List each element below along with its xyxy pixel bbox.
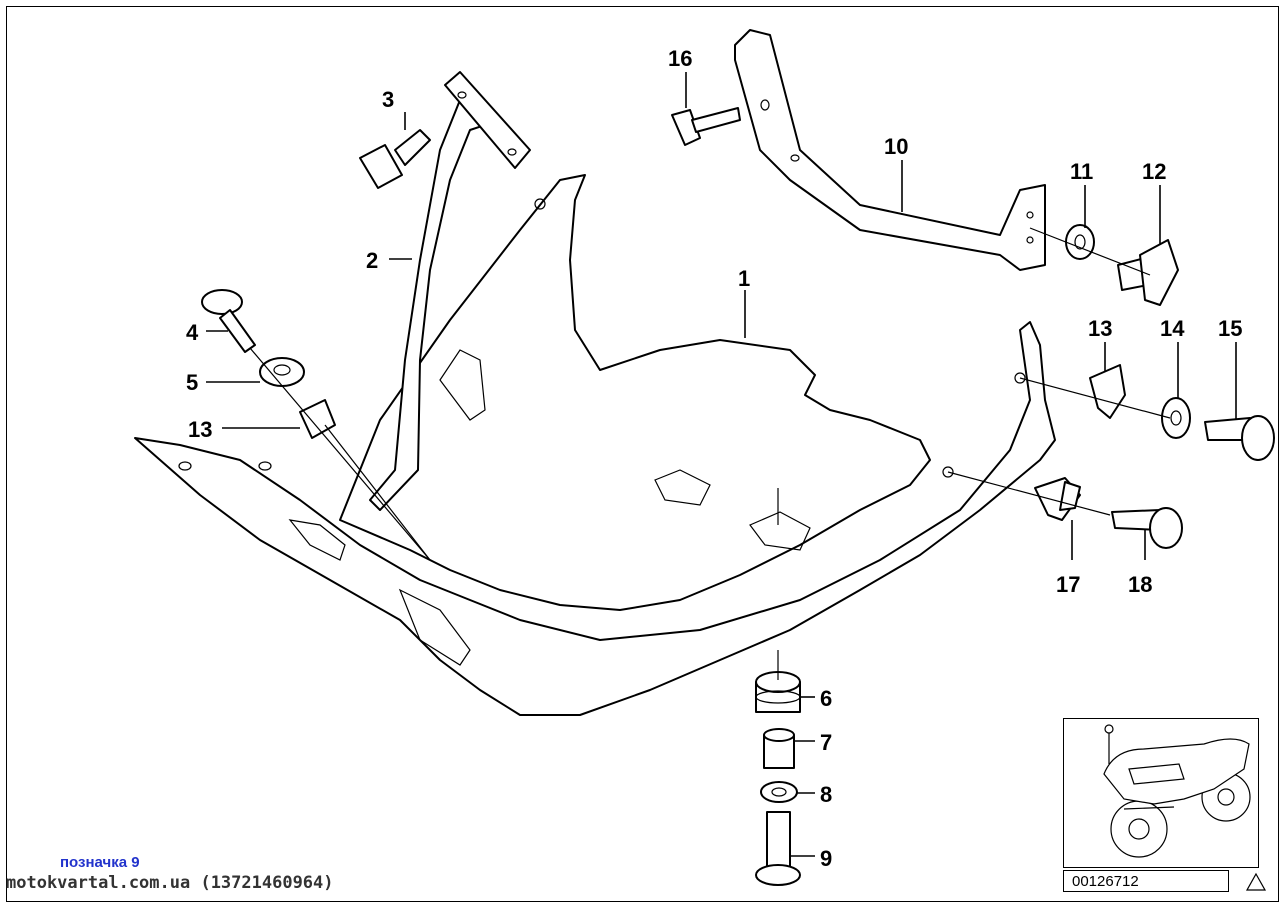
part-11-washer[interactable]	[1065, 224, 1095, 260]
part-18-screw[interactable]	[1111, 507, 1183, 549]
label-18: 18	[1128, 572, 1152, 597]
part-1-belly-pan[interactable]	[134, 174, 1056, 716]
part-16-bolt[interactable]	[671, 107, 741, 146]
watermark-label: позначка 9	[60, 854, 140, 871]
label-15: 15	[1218, 316, 1242, 341]
label-7: 7	[820, 730, 832, 755]
label-5: 5	[186, 370, 198, 395]
part-13-clip-nut-left[interactable]	[299, 399, 336, 439]
motorcycle-icon	[1103, 724, 1251, 858]
label-11: 11	[1070, 159, 1093, 184]
label-14: 14	[1160, 316, 1185, 341]
part-4-screw[interactable]	[201, 289, 256, 353]
part-13-clip-right[interactable]	[1089, 364, 1126, 419]
label-12: 12	[1142, 159, 1166, 184]
motorcycle-locator-inset	[1063, 718, 1259, 868]
label-16: 16	[668, 46, 692, 71]
label-3: 3	[382, 87, 394, 112]
label-10: 10	[884, 134, 908, 159]
label-4: 4	[186, 320, 199, 345]
reference-number: 00126712	[1063, 870, 1229, 892]
part-7-sleeve[interactable]	[763, 728, 795, 769]
label-8: 8	[820, 782, 832, 807]
leader-lines	[206, 72, 1237, 857]
part-17-expansion-nut[interactable]	[1034, 477, 1081, 521]
label-9: 9	[820, 846, 832, 871]
watermark-site: motokvartal.com.ua (13721460964)	[6, 873, 334, 893]
part-12-hex-bolt[interactable]	[1117, 239, 1179, 306]
assembly-lines	[249, 227, 1171, 680]
warning-triangle-icon	[1245, 872, 1267, 891]
part-15-screw[interactable]	[1204, 415, 1275, 461]
label-13-left: 13	[188, 417, 212, 442]
label-2: 2	[366, 248, 378, 273]
label-1: 1	[738, 266, 750, 291]
part-9-bolt[interactable]	[755, 811, 801, 886]
part-2-bracket[interactable]	[369, 71, 531, 511]
part-10-support-bracket[interactable]	[734, 29, 1046, 271]
part-3-bolt[interactable]	[359, 129, 431, 189]
part-8-washer[interactable]	[760, 781, 798, 803]
label-6: 6	[820, 686, 832, 711]
label-17: 17	[1056, 572, 1080, 597]
part-14-washer[interactable]	[1161, 397, 1191, 439]
label-13-right: 13	[1088, 316, 1112, 341]
part-5-washer[interactable]	[259, 357, 305, 387]
